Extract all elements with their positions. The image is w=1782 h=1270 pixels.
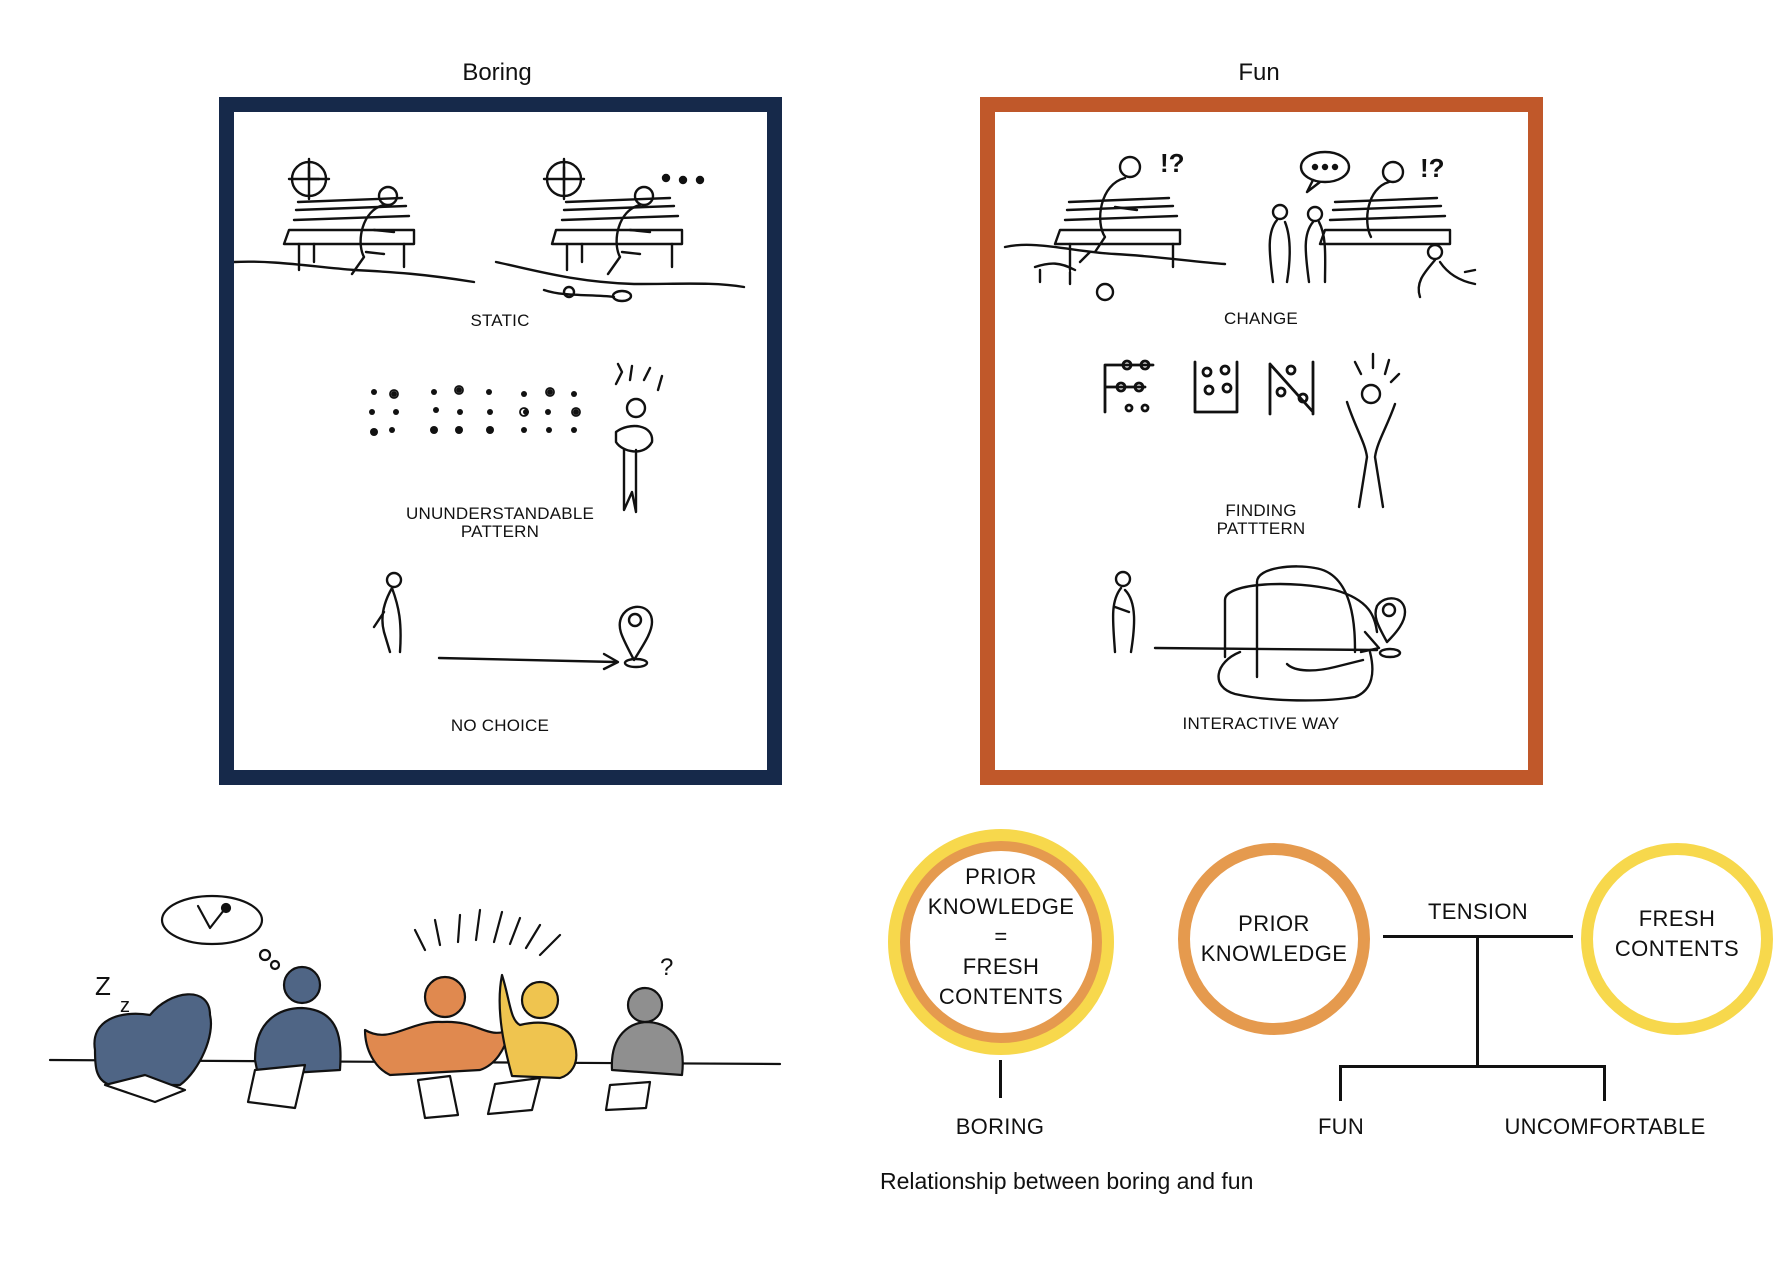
clock-icon xyxy=(542,157,586,201)
boring-label: BORING xyxy=(955,1114,1045,1139)
fun-branch xyxy=(1339,1065,1342,1101)
svg-text:!?: !? xyxy=(1160,148,1185,178)
cheering-person-icon xyxy=(1345,352,1401,509)
confused-person-icon xyxy=(614,362,664,514)
dot-pattern xyxy=(369,387,579,436)
fun-panel: !? !? xyxy=(980,97,1543,785)
bench-icon xyxy=(282,196,416,272)
prior-line1: PRIOR xyxy=(1238,911,1310,936)
location-pin-icon xyxy=(618,605,654,669)
uncomfortable-label: UNCOMFORTABLE xyxy=(1504,1114,1706,1139)
fun-letters-pattern xyxy=(1103,359,1315,416)
no-choice-caption: NO CHOICE xyxy=(450,716,550,735)
confused-student xyxy=(610,1020,684,1077)
fun-title: Fun xyxy=(1238,59,1280,86)
combined-line3: = xyxy=(994,924,1008,949)
ununderstandable-caption-line2: PATTERN xyxy=(460,522,540,541)
combined-line4: FRESH xyxy=(962,954,1040,979)
combined-line5: CONTENTS xyxy=(938,984,1064,1009)
main-path xyxy=(1153,646,1379,652)
static-caption: STATIC xyxy=(470,311,530,330)
svg-text:!?: !? xyxy=(1420,153,1445,183)
boring-title: Boring xyxy=(462,59,532,86)
prior-line2: KNOWLEDGE xyxy=(1200,941,1348,966)
raised-hand-student xyxy=(498,973,578,1080)
ununderstandable-caption-line1: UNUNDERSTANDABLE xyxy=(405,504,595,523)
fun-label: FUN xyxy=(1317,1114,1365,1139)
clock-icon xyxy=(287,157,331,201)
boring-illustrations xyxy=(234,157,746,671)
boring-panel: STATIC UNUNDERSTANDABLE PATTERN NO CHOIC… xyxy=(219,97,782,785)
combined-line2: KNOWLEDGE xyxy=(927,894,1075,919)
svg-text:Z: Z xyxy=(95,971,111,1001)
straight-path-arrow xyxy=(437,656,618,664)
sleeping-student xyxy=(93,993,213,1087)
tension-label: TENSION xyxy=(1428,899,1528,924)
excited-student xyxy=(363,1020,512,1077)
change-caption: CHANGE xyxy=(1224,309,1298,328)
combined-line1: PRIOR xyxy=(965,864,1037,889)
classroom-illustration: Z z ? xyxy=(48,894,782,1120)
tension-stem xyxy=(1476,935,1479,1067)
fresh-contents-text: FRESH CONTENTS xyxy=(1581,904,1773,964)
finding-pattern-caption-line1: FINDING xyxy=(1225,501,1297,520)
diagram-caption: Relationship between boring and fun xyxy=(880,1168,1254,1194)
location-pin-icon xyxy=(1374,597,1407,659)
prior-knowledge-text: PRIOR KNOWLEDGE xyxy=(1178,909,1370,969)
fun-illustrations: !? !? xyxy=(1003,148,1477,702)
fresh-line2: CONTENTS xyxy=(1614,936,1740,961)
uncomfortable-branch xyxy=(1603,1065,1606,1101)
person-icon xyxy=(1111,570,1136,654)
interactive-way-caption: INTERACTIVE WAY xyxy=(1182,714,1340,733)
fresh-line1: FRESH xyxy=(1638,906,1716,931)
svg-text:?: ? xyxy=(660,954,673,981)
boring-connector xyxy=(999,1060,1002,1098)
walking-person-icon xyxy=(372,571,403,654)
svg-text:z: z xyxy=(120,995,130,1017)
person-sitting-icon xyxy=(350,185,399,276)
daydreaming-student xyxy=(253,1006,342,1077)
branch-line xyxy=(1339,1065,1605,1068)
combined-ring-inner xyxy=(900,841,1102,1043)
combined-ring-text: PRIOR KNOWLEDGE = FRESH CONTENTS xyxy=(900,862,1102,1012)
finding-pattern-caption-line2: PATTTERN xyxy=(1216,519,1306,538)
